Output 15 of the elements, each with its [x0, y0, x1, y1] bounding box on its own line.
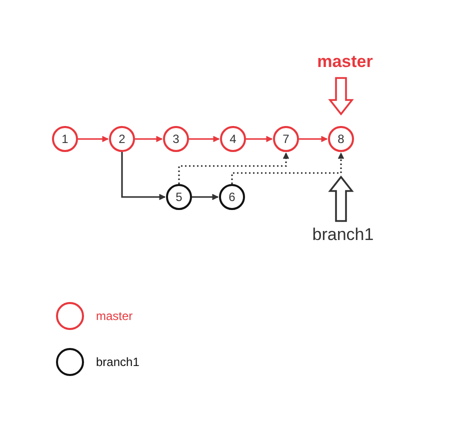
arrow	[246, 136, 273, 142]
arrow	[135, 136, 163, 142]
arrow	[189, 136, 220, 142]
arrow	[231, 152, 344, 184]
branch-label: branch1	[303, 223, 383, 247]
branch-label: master	[305, 50, 385, 74]
arrow	[178, 152, 290, 184]
arrow	[78, 136, 109, 142]
arrow	[192, 194, 219, 200]
legend-label: master	[96, 308, 133, 325]
hollow-arrow	[328, 176, 354, 222]
legend-label: branch1	[96, 354, 140, 371]
hollow-arrow	[328, 77, 354, 116]
arrow	[299, 136, 328, 142]
arrow	[121, 152, 166, 200]
